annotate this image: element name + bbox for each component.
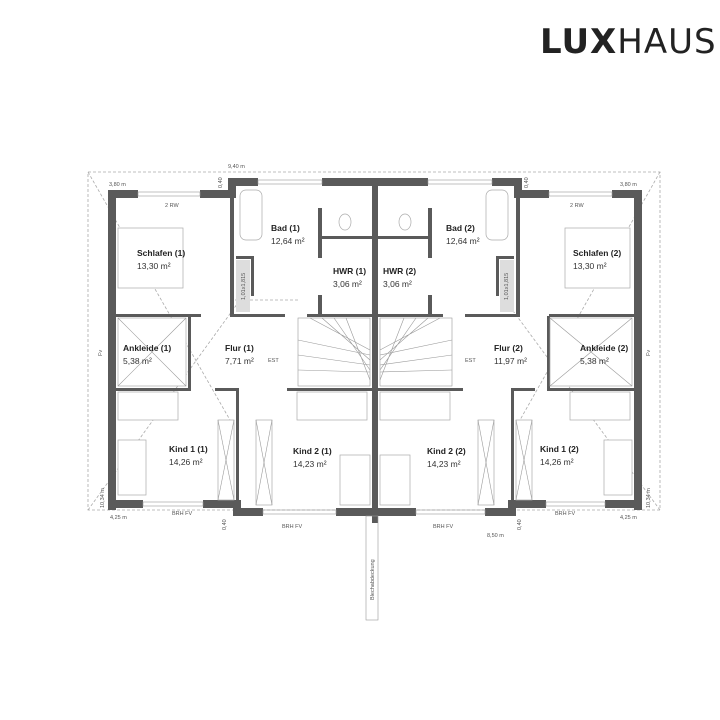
dim-rw-left: 2 RW <box>165 203 179 209</box>
desk-right <box>379 454 411 506</box>
desk-left <box>339 454 371 506</box>
room-hwr-1-area: 3,06 m² <box>333 279 362 289</box>
windows <box>137 179 613 515</box>
room-schlafen-1-name: Schlafen (1) <box>137 248 185 258</box>
bed-kind2-left <box>296 391 368 421</box>
staircase <box>297 317 453 387</box>
shaft-right <box>500 260 514 312</box>
room-kind1-2-area: 14,26 m² <box>540 457 574 467</box>
bed-left <box>117 227 184 289</box>
logo-dot: . <box>717 22 720 62</box>
walls <box>108 178 642 523</box>
dim-wall-right-bottom: 0,40 <box>517 519 523 530</box>
shaft-left <box>236 260 250 312</box>
room-ankleide-2-name: Ankleide (2) <box>580 343 628 353</box>
luxhaus-logo: LUXHAUS. <box>540 22 720 62</box>
room-hwr-2-area: 3,06 m² <box>383 279 412 289</box>
toilet-right <box>398 213 412 231</box>
logo-text: LUX <box>540 22 618 62</box>
dim-left-bottom: 4,25 m <box>110 515 127 521</box>
room-kind2-2-area: 14,23 m² <box>427 459 461 469</box>
furniture <box>117 189 633 506</box>
logo-text-2: HAUS <box>617 22 717 62</box>
room-schlafen-2-name: Schlafen (2) <box>573 248 621 258</box>
dim-bottom-mid: 8,50 m <box>487 533 504 539</box>
dim-brh-4: BRH FV <box>555 511 576 517</box>
room-ankleide-1-area: 5,38 m² <box>123 356 152 366</box>
bed-kind1-left <box>117 391 179 421</box>
blech-label: Blechabdeckung <box>370 559 376 600</box>
est-label-right: EST <box>465 358 476 364</box>
room-schlafen-2-area: 13,30 m² <box>573 261 607 271</box>
bed-kind1-right <box>569 391 631 421</box>
dim-brh-2: BRH FV <box>282 524 303 530</box>
room-ankleide-2-area: 5,38 m² <box>580 356 609 366</box>
dim-right-top: 3,80 m <box>620 182 637 188</box>
room-labels: Schlafen (1) 13,30 m² Bad (1) 12,64 m² H… <box>123 223 628 469</box>
shaft-right-label: 1,01x1,815 <box>504 273 510 300</box>
dim-brh-1: BRH FV <box>172 511 193 517</box>
dim-wall-left-top: 0,40 <box>218 177 224 188</box>
dim-left-top: 3,80 m <box>109 182 126 188</box>
room-ankleide-1-name: Ankleide (1) <box>123 343 171 353</box>
dim-rw-right: 2 RW <box>570 203 584 209</box>
room-bad-2-area: 12,64 m² <box>446 236 480 246</box>
room-flur-1-area: 7,71 m² <box>225 356 254 366</box>
room-hwr-2-name: HWR (2) <box>383 266 416 276</box>
room-flur-2-area: 11,97 m² <box>494 356 527 366</box>
dim-wall-right-top: 0,40 <box>524 177 530 188</box>
room-flur-1-name: Flur (1) <box>225 343 254 353</box>
room-bad-2-name: Bad (2) <box>446 223 475 233</box>
dim-brh-3: BRH FV <box>433 524 454 530</box>
bed-right <box>564 227 631 289</box>
room-kind2-2-name: Kind 2 (2) <box>427 446 466 456</box>
room-bad-1-name: Bad (1) <box>271 223 300 233</box>
room-schlafen-1-area: 13,30 m² <box>137 261 171 271</box>
dim-depth-left: 10,34 m <box>100 488 106 508</box>
dim-top-width: 9,40 m <box>228 164 245 170</box>
dim-wall-left-bottom: 0,40 <box>222 519 228 530</box>
dim-right-bottom: 4,25 m <box>620 515 637 521</box>
room-flur-2-name: Flur (2) <box>494 343 523 353</box>
dim-fv-left: Fv <box>98 350 104 356</box>
desk-kind1-right <box>603 439 633 496</box>
room-kind2-1-area: 14,23 m² <box>293 459 327 469</box>
room-kind1-1-name: Kind 1 (1) <box>169 444 208 454</box>
dimension-labels: 9,40 m 3,80 m 3,80 m 0,40 0,40 2 RW 2 RW… <box>98 164 652 539</box>
dim-depth-right: 10,34 m <box>646 488 652 508</box>
desk-kind1-left <box>117 439 147 496</box>
room-kind1-2-name: Kind 1 (2) <box>540 444 579 454</box>
bathtub-right <box>485 189 509 241</box>
room-bad-1-area: 12,64 m² <box>271 236 305 246</box>
bathtub-left <box>239 189 263 241</box>
est-label-left: EST <box>268 358 279 364</box>
toilet-left <box>338 213 352 231</box>
shaft-left-label: 1,01x1,815 <box>241 273 247 300</box>
dim-fv-right: Fv <box>646 350 652 356</box>
bed-kind2-right <box>379 391 451 421</box>
room-kind2-1-name: Kind 2 (1) <box>293 446 332 456</box>
room-hwr-1-name: HWR (1) <box>333 266 366 276</box>
blechabdeckung <box>365 515 379 621</box>
room-kind1-1-area: 14,26 m² <box>169 457 203 467</box>
